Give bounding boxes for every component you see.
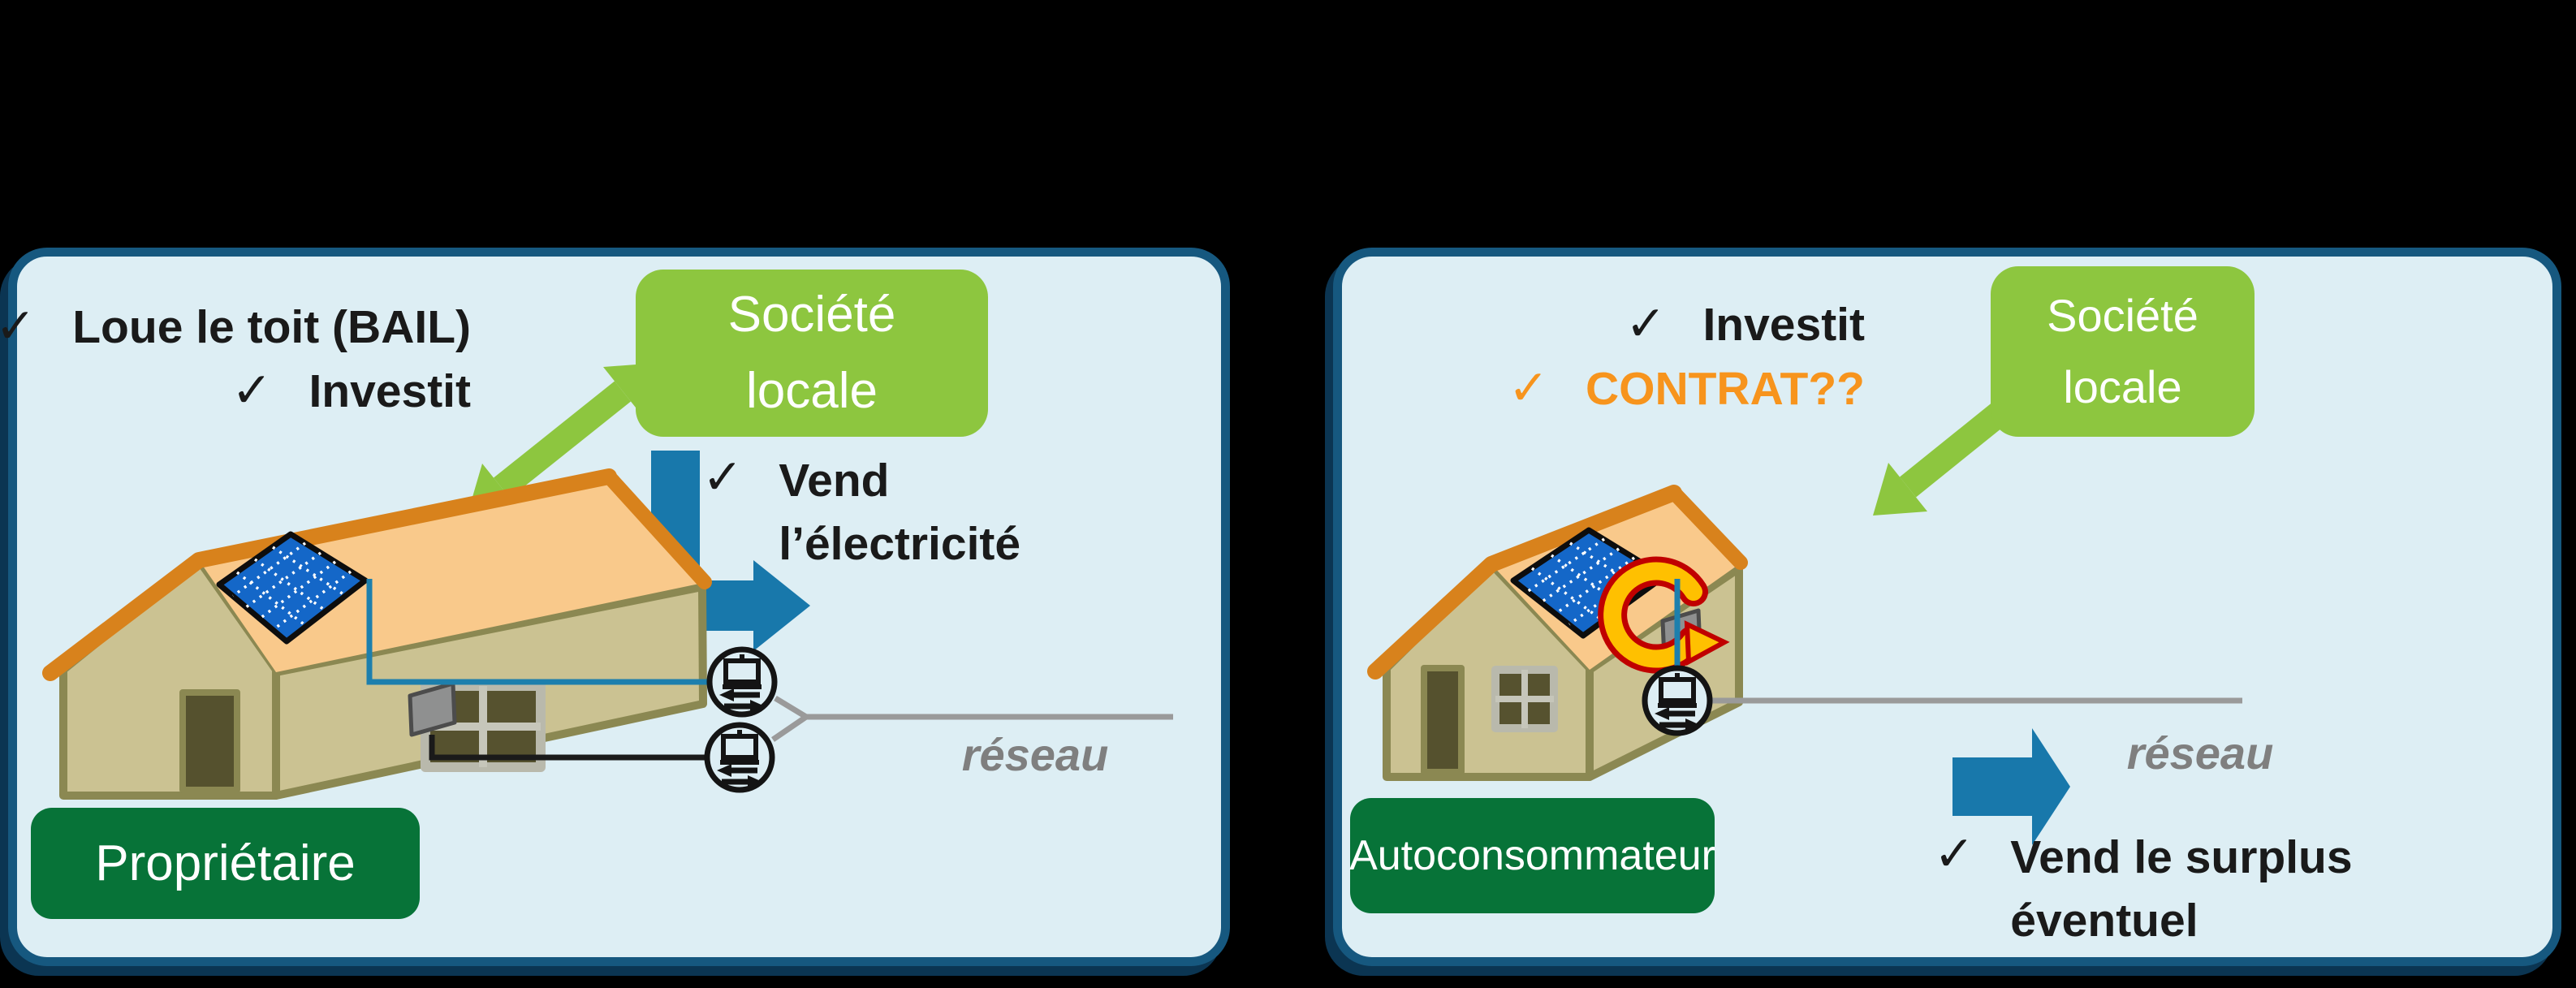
house-wire	[429, 735, 705, 761]
roof-ridge-trim	[1367, 485, 1682, 680]
company-box: Société locale	[636, 270, 988, 437]
network-label: réseau	[2126, 727, 2274, 779]
self-consumer-claims: ✓ Investit ✓ CONTRAT??	[1508, 292, 1865, 421]
network-label: réseau	[961, 729, 1109, 780]
check-icon: ✓	[1934, 826, 1975, 881]
roof-ridge-trim	[42, 468, 617, 681]
sell-label: Vend le surplus éventuel	[2010, 831, 2353, 947]
house-roof	[199, 477, 703, 672]
actor-box: Autoconsommateur	[1349, 798, 1715, 913]
claim-line: ✓ Loue le toit (BAIL)	[0, 295, 471, 359]
house-window	[1491, 666, 1558, 732]
sell-electricity-note: ✓ Vend l’électricité	[702, 449, 1020, 576]
panel-autoconsommateur: ✓ Investit ✓ CONTRAT?? Société locale ✓ …	[1333, 248, 2561, 966]
actor-box: Propriétaire	[31, 808, 420, 919]
claim-label: Investit	[309, 365, 471, 417]
grid-line	[771, 696, 1173, 742]
sell-label: Vend l’électricité	[779, 455, 1021, 570]
owner-claims: ✓ Loue le toit (BAIL) ✓ Investit	[0, 295, 471, 423]
sell-surplus-note: ✓ Vend le surplus éventuel	[1934, 826, 2353, 952]
roof-edge-trim	[1667, 485, 1748, 570]
meter-icon	[1642, 665, 1713, 736]
claim-label: Loue le toit (BAIL)	[72, 301, 471, 353]
roof-edge-trim	[602, 469, 712, 589]
check-icon: ✓	[0, 299, 37, 353]
claim-line: ✓ Investit	[1528, 292, 1865, 356]
inverter-panel	[408, 681, 457, 737]
claim-line-contract: ✓ CONTRAT??	[1508, 356, 1865, 421]
solar-wire	[366, 579, 708, 685]
claim-line: ✓ Investit	[65, 359, 471, 423]
meter-icon	[706, 646, 778, 718]
self-consumption-arrow	[1598, 556, 1730, 674]
panel-proprietaire: ✓ Loue le toit (BAIL) ✓ Investit Société…	[0, 248, 1230, 966]
company-box: Société locale	[1991, 266, 2255, 437]
check-icon: ✓	[702, 450, 744, 504]
house-door	[1421, 665, 1465, 775]
house-illustration	[42, 468, 712, 800]
check-icon: ✓	[231, 363, 273, 417]
solar-panel	[216, 531, 369, 645]
claim-label: Investit	[1702, 299, 1865, 351]
sell-surplus-arrow	[1952, 728, 2070, 845]
diagram-art-left	[42, 363, 1173, 800]
house-door	[179, 689, 240, 793]
meter-icon	[704, 722, 775, 793]
diagram-art-right	[1367, 361, 2242, 845]
check-icon: ✓	[1508, 360, 1549, 415]
claim-label: CONTRAT??	[1585, 363, 1865, 415]
check-icon: ✓	[1625, 296, 1667, 351]
